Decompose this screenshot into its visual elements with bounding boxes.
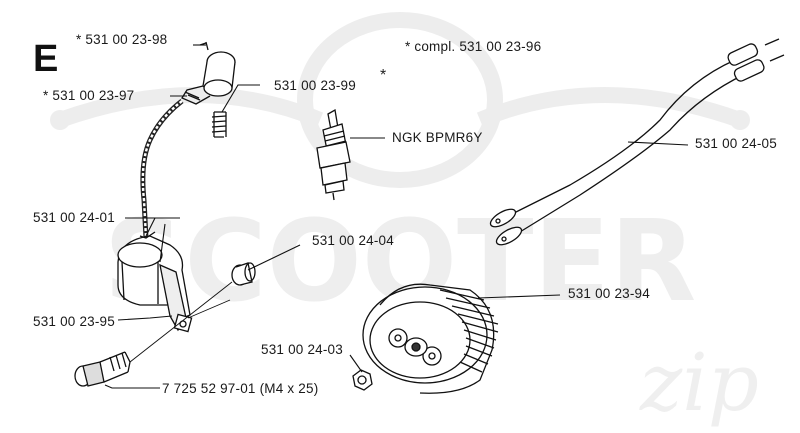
- part-label: * compl. 531 00 23-96: [405, 39, 542, 54]
- part-label: 531 00 23-95: [33, 314, 115, 329]
- part-label: * 531 00 23-98: [76, 32, 168, 47]
- part-label: NGK BPMR6Y: [392, 130, 483, 145]
- leader-lines: [104, 44, 689, 389]
- part-label: * 531 00 23-97: [43, 88, 135, 103]
- spring-icon: [211, 111, 227, 138]
- section-letter: E: [33, 38, 59, 80]
- cable-harness-icon: [489, 38, 785, 246]
- part-label: 531 00 24-01: [33, 210, 115, 225]
- part-label: 531 00 24-04: [312, 233, 394, 248]
- part-label: 531 00 24-05: [695, 136, 777, 151]
- spark-plug-icon: [316, 108, 351, 201]
- part-label: 531 00 24-03: [261, 342, 343, 357]
- flywheel-icon: [362, 283, 499, 394]
- screw-icon: [74, 351, 131, 387]
- part-label: 531 00 23-94: [568, 286, 650, 301]
- part-label: 7 725 52 97-01 (M4 x 25): [162, 381, 319, 396]
- spacer-icon: [231, 262, 256, 286]
- asterisk-mark: *: [380, 67, 387, 84]
- ignition-cable-icon: [140, 99, 184, 239]
- plug-cap-icon: [181, 41, 236, 105]
- watermark-script: zip: [639, 336, 759, 429]
- ignition-module-icon: [117, 231, 193, 333]
- part-label: 531 00 23-99: [274, 78, 356, 93]
- nut-icon: [352, 369, 373, 391]
